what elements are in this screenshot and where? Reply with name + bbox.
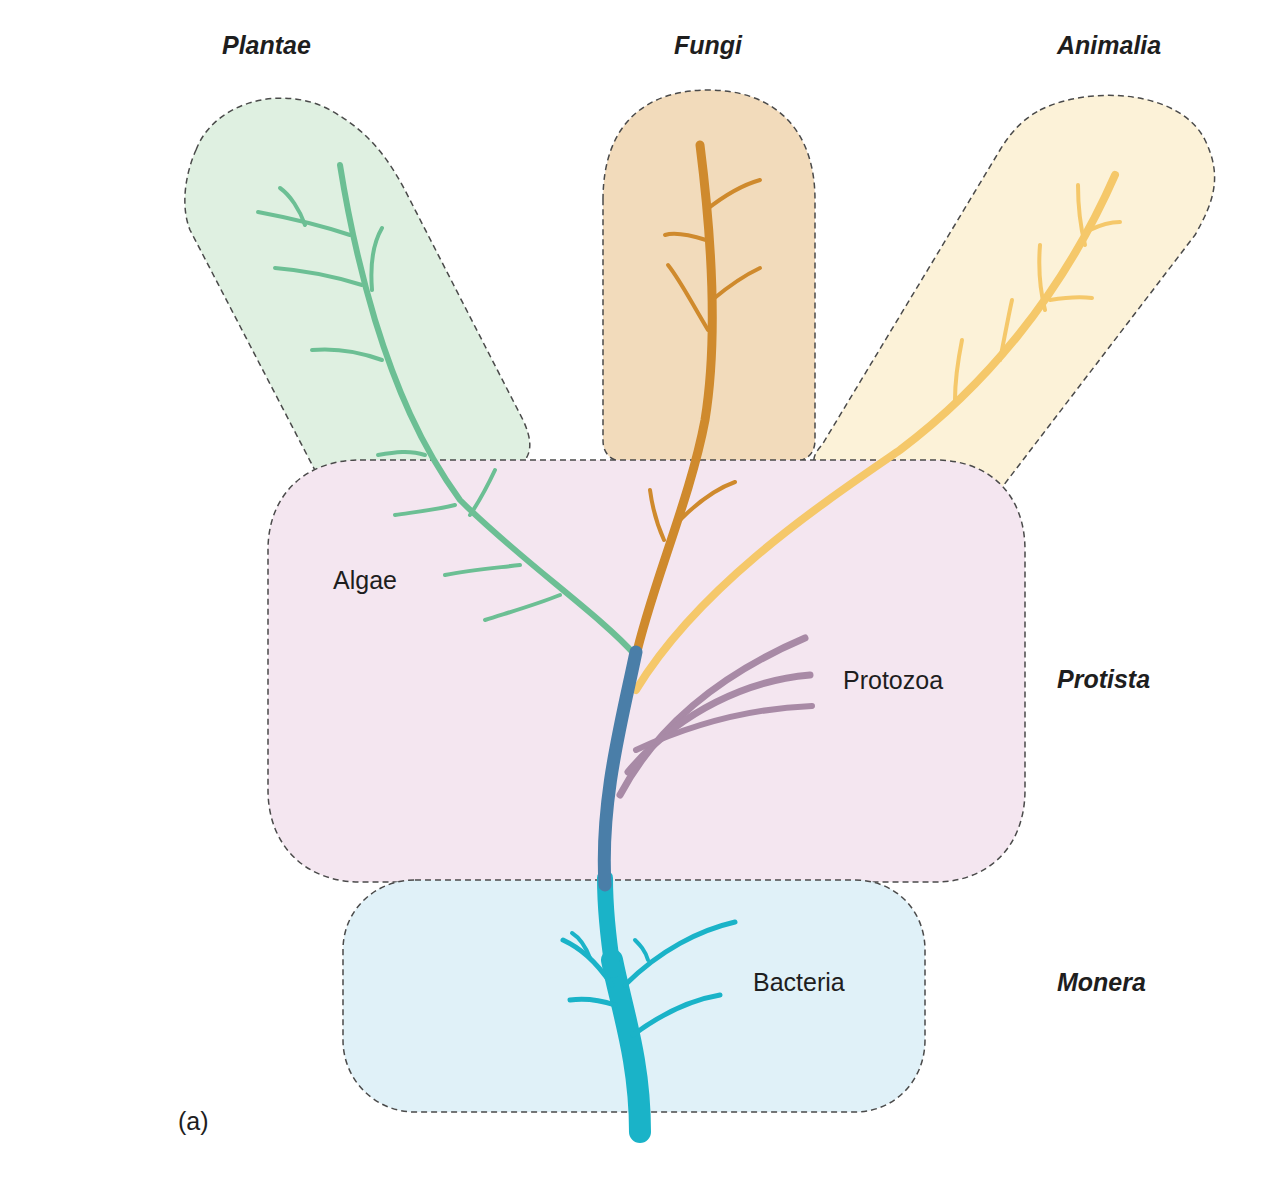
tree-branch (572, 933, 590, 958)
tree-branch (312, 349, 382, 360)
tree-branch (470, 470, 495, 515)
tree-branch (625, 922, 735, 985)
tree-branch (680, 482, 735, 520)
region-outline (800, 20, 1225, 525)
tree-branch (635, 145, 712, 660)
tree-branch (570, 999, 615, 1005)
group-label: Protozoa (843, 667, 943, 695)
region-shape (814, 95, 1215, 511)
tree-branch (605, 878, 613, 970)
kingdom-name: Fungi (674, 32, 742, 60)
tree-branch (955, 340, 962, 400)
tree-branch (620, 638, 805, 795)
tree-branch (445, 565, 520, 575)
kingdom-name: Plantae (222, 32, 311, 60)
tree-branch (633, 995, 720, 1035)
tree-branch (280, 188, 305, 225)
region-outline (165, 20, 545, 515)
tree-branch (668, 265, 708, 330)
tree-branch (563, 940, 612, 985)
kingdom-name: Protista (1057, 666, 1150, 694)
group-label: Algae (333, 567, 397, 595)
tree-branch (371, 228, 382, 290)
tree-branch (1039, 245, 1045, 310)
tree-branch (395, 505, 455, 515)
tree-branch (636, 706, 812, 750)
tree-branch (650, 490, 664, 540)
region-shape (185, 98, 530, 504)
tree-branch (636, 175, 1115, 690)
tree-branch (1050, 297, 1092, 300)
kingdom-name: Monera (1057, 969, 1146, 997)
kingdom-name: Animalia (1057, 32, 1161, 60)
tree-branch (604, 652, 636, 885)
tree-branch (635, 940, 648, 960)
tree-branch (275, 268, 362, 285)
kingdom-region: Plantae (165, 20, 545, 515)
tree-branch (706, 180, 760, 210)
tree-branch (665, 234, 706, 240)
tree-branch (1078, 185, 1085, 245)
group-label: Bacteria (753, 969, 845, 997)
kingdom-region: Animalia (800, 20, 1225, 525)
tree-branch (628, 675, 810, 772)
tree-branch (712, 268, 760, 300)
tree-branch (485, 595, 560, 620)
tree-branch (340, 165, 635, 655)
tree-branch (1090, 222, 1120, 230)
tree-branch (1000, 300, 1012, 360)
kingdom-region: Monera Bacteria (335, 870, 1205, 1120)
panel-label: (a) (178, 1108, 209, 1136)
tree-branch (378, 452, 425, 455)
